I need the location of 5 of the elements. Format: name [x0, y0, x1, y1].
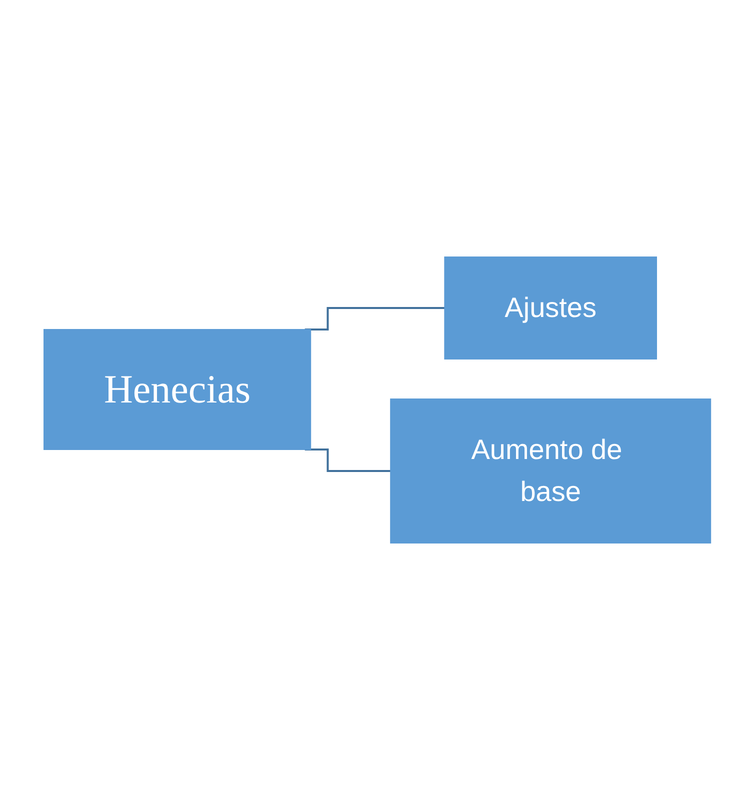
connector — [304, 448, 390, 472]
node-box: Aumento de base — [390, 398, 711, 544]
connector — [304, 307, 444, 330]
node-box: Henecias — [43, 329, 311, 450]
node-box: Ajustes — [444, 256, 657, 360]
